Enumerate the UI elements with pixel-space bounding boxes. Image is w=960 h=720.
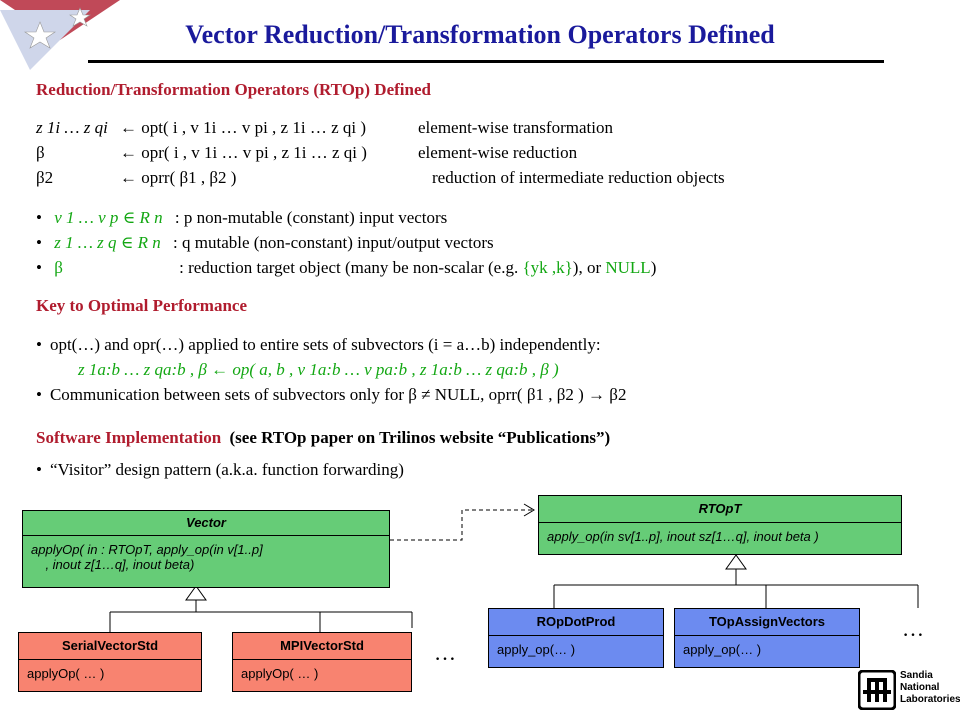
top-assign-vectors-method: apply_op(… ): [683, 642, 762, 657]
row2-desc: element-wise reduction: [418, 143, 578, 162]
bullet-z-text: : q mutable (non-constant) input/output …: [173, 233, 494, 252]
rtopt-class-name: RTOpT: [539, 496, 901, 523]
vector-class-method: applyOp( in : RTOpT, apply_op(in v[1..p]…: [31, 542, 263, 572]
vector-subclass-ellipsis: …: [434, 640, 456, 665]
vector-class-name: Vector: [23, 511, 389, 536]
section3-heading-row: Software Implementation (see RTOp paper …: [36, 428, 610, 448]
section3-heading-note: (see RTOp paper on Trilinos website “Pub…: [229, 428, 611, 447]
row1-lhs: z 1i … z qi: [36, 118, 108, 137]
section2-bullet1: opt(…) and opr(…) applied to entire sets…: [36, 335, 601, 355]
section3-bullet1: “Visitor” design pattern (a.k.a. functio…: [36, 460, 404, 480]
page-title: Vector Reduction/Transformation Operator…: [185, 20, 775, 49]
bullet-beta-end: ): [650, 258, 657, 277]
serial-vector-class: SerialVectorStd applyOp( … ): [18, 632, 202, 692]
rop-dotprod-class: ROpDotProd apply_op(… ): [488, 608, 664, 668]
bullet-beta-math: β: [54, 258, 63, 277]
row1-op: ← opt( i , v 1i … v pi , z 1i … z qi ): [120, 118, 367, 137]
row3-lhs: β2: [36, 168, 54, 187]
bullet-beta-green1: {yk ,k}: [522, 258, 573, 277]
rop-dotprod-name: ROpDotProd: [489, 609, 663, 636]
serial-vector-name: SerialVectorStd: [19, 633, 201, 660]
bullet-z: z 1 … z q ∈ R n : q mutable (non-constan…: [36, 233, 494, 253]
rtopt-inherit-triangle: [725, 554, 747, 570]
mpi-vector-class: MPIVectorStd applyOp( … ): [232, 632, 412, 692]
vector-class: Vector applyOp( in : RTOpT, apply_op(in …: [22, 510, 390, 588]
rtopt-class-method: apply_op(in sv[1..p], inout sz[1…q], ino…: [547, 529, 819, 544]
row3-op: ← oprr( β1 , β2 ): [120, 168, 237, 187]
section2-bullet2-text: Communication between sets of subvectors…: [49, 385, 627, 404]
section2-bullet1-text: opt(…) and opr(…) applied to entire sets…: [49, 335, 601, 354]
row2-lhs: β: [36, 143, 45, 162]
sandia-logo-line2: National: [900, 682, 940, 693]
top-assign-vectors-name: TOpAssignVectors: [675, 609, 859, 636]
sandia-logo-line3: Laboratories: [900, 694, 960, 705]
vector-inherit-triangle: [185, 585, 207, 601]
rop-dotprod-method: apply_op(… ): [497, 642, 576, 657]
bullet-z-math: z 1 … z q ∈ R n: [54, 233, 161, 252]
flag-decoration: [0, 0, 120, 70]
section3-bullet1-text: “Visitor” design pattern (a.k.a. functio…: [49, 460, 404, 479]
serial-vector-method: applyOp( … ): [27, 666, 105, 681]
bullet-beta-mid: ), or: [572, 258, 606, 277]
top-assign-vectors-class: TOpAssignVectors apply_op(… ): [674, 608, 860, 668]
section1-heading: Reduction/Transformation Operators (RTOp…: [36, 80, 431, 99]
mpi-vector-method: applyOp( … ): [241, 666, 319, 681]
row2-op: ← opr( i , v 1i … v pi , z 1i … z qi ): [120, 143, 367, 162]
section3-heading: Software Implementation: [36, 428, 222, 447]
sandia-thunderbird-icon: [858, 670, 896, 710]
sandia-logo-text: Sandia National Laboratories: [900, 670, 960, 706]
bullet-v-math: v 1 … v p ∈ R n: [54, 208, 163, 227]
section2-bullet2: Communication between sets of subvectors…: [36, 385, 627, 405]
rtop-subclass-ellipsis: …: [902, 616, 924, 641]
bullet-beta-green2: NULL: [605, 258, 651, 277]
row1-desc: element-wise transformation: [418, 118, 613, 137]
title-rule: [88, 60, 884, 63]
bullet-beta: β : reduction target object (many be non…: [36, 258, 656, 278]
section2-heading: Key to Optimal Performance: [36, 296, 248, 315]
bullet-beta-text: : reduction target object (many be non-s…: [179, 258, 523, 277]
sandia-logo: Sandia National Laboratories: [858, 668, 960, 714]
sandia-logo-line1: Sandia: [900, 670, 933, 681]
rtopt-class: RTOpT apply_op(in sv[1..p], inout sz[1…q…: [538, 495, 902, 555]
row3-desc: reduction of intermediate reduction obje…: [432, 168, 725, 187]
section2-formula: z 1a:b … z qa:b , β ← op( a, b , v 1a:b …: [78, 360, 559, 379]
bullet-v: v 1 … v p ∈ R n : p non-mutable (constan…: [36, 208, 447, 228]
mpi-vector-name: MPIVectorStd: [233, 633, 411, 660]
bullet-v-text: : p non-mutable (constant) input vectors: [174, 208, 448, 227]
